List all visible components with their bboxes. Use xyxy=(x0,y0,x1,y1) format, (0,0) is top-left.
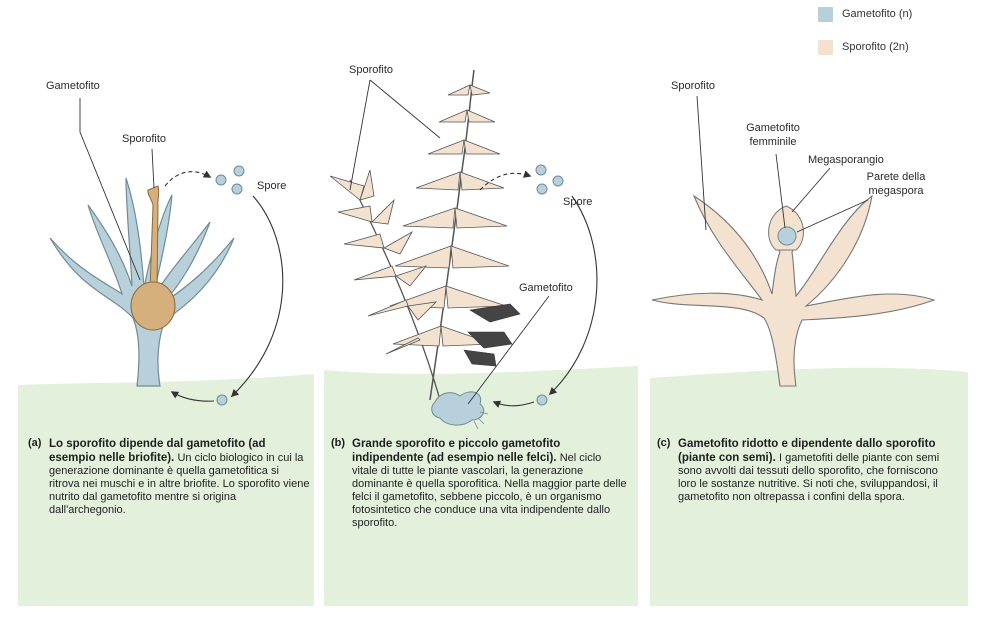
panel-c-caption-letter: (c) xyxy=(657,437,670,450)
panel-b-caption: (b) Grande sporofito e piccolo gametofit… xyxy=(331,437,629,530)
panel-c-label-sporophyte: Sporofito xyxy=(671,80,715,92)
panel-b-leader xyxy=(370,80,440,138)
panel-a-caption: (a) Lo sporofito dipende dal gametofito … xyxy=(28,437,310,517)
panel-a-leader xyxy=(152,149,154,188)
panel-a-sporophyte-foot xyxy=(131,282,175,330)
panel-a-spore xyxy=(234,166,244,176)
panel-c-caption: (c) Gametofito ridotto e dipendente dall… xyxy=(657,437,957,504)
panel-b-spore xyxy=(537,184,547,194)
panel-a-label-spore: Spore xyxy=(257,180,286,192)
panel-b-fertile-pinnae xyxy=(464,304,520,366)
panel-c-label-megasporangium: Megasporangio xyxy=(808,154,884,166)
panel-a-spore xyxy=(216,175,226,185)
panel-a-spore xyxy=(232,184,242,194)
panel-a-arrow xyxy=(165,172,210,186)
panel-a-label-gametophyte: Gametofito xyxy=(46,80,100,92)
panel-b-label-gametophyte: Gametofito xyxy=(519,282,573,294)
panel-a-caption-letter: (a) xyxy=(28,437,41,450)
panel-a-arrow xyxy=(232,196,283,396)
panel-a-moss-gametophyte xyxy=(50,178,234,386)
panel-c-leader xyxy=(792,168,830,212)
panel-b-spore xyxy=(537,395,547,405)
panel-b-arrow xyxy=(550,196,597,394)
panel-b-label-sporophyte: Sporofito xyxy=(349,64,393,76)
panel-b-spore xyxy=(553,176,563,186)
panel-a-label-sporophyte: Sporofito xyxy=(122,133,166,145)
panel-b-leader xyxy=(350,80,370,190)
panel-c-label-megaspore-wall: Parete della megaspora xyxy=(846,170,946,198)
panel-a-illustration xyxy=(18,98,314,606)
panel-b-caption-title: Grande sporofito e piccolo gametofito in… xyxy=(352,438,560,464)
panel-b-label-spore: Spore xyxy=(563,196,592,208)
panel-c-female-gametophyte xyxy=(778,227,796,245)
panel-b-spore xyxy=(536,165,546,175)
panel-a-spore xyxy=(217,395,227,405)
panel-b-caption-letter: (b) xyxy=(331,437,345,450)
panel-c-label-female-gametophyte: Gametofito femminile xyxy=(738,121,808,149)
